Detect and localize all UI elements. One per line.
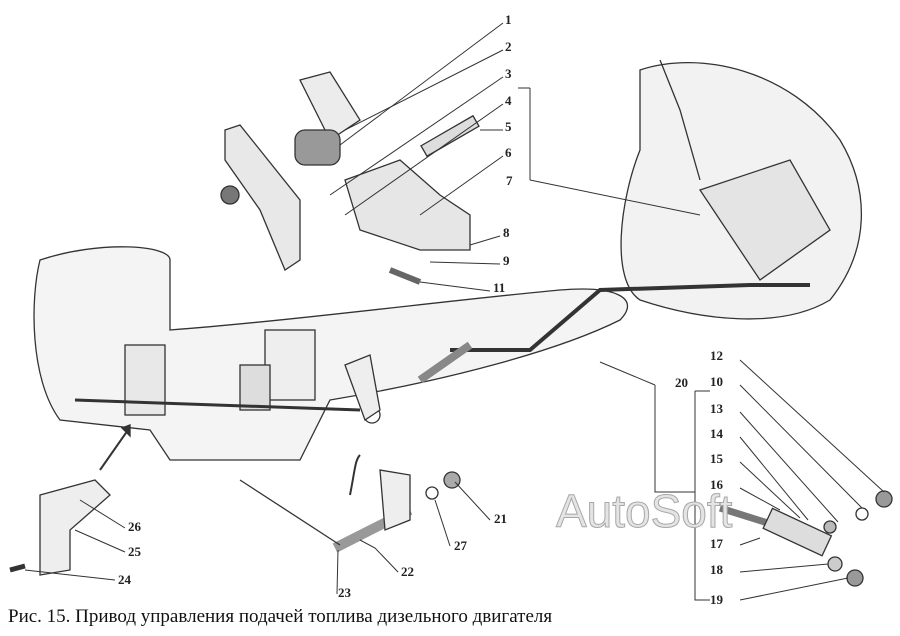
bracket-top — [299, 71, 361, 141]
part-label: 7 — [506, 173, 513, 188]
control-rod — [450, 283, 810, 352]
leader-lines — [24, 22, 885, 601]
part-label: 21 — [494, 511, 507, 526]
fuel-lever — [344, 354, 381, 421]
part-label: 26 — [128, 519, 141, 534]
part-label: 4 — [505, 93, 512, 108]
nut-12 — [875, 490, 893, 508]
bushing — [220, 185, 240, 205]
part-label: 10 — [710, 374, 723, 389]
nut-21 — [443, 471, 461, 489]
watermark: AutoSoft — [555, 485, 733, 538]
washer-10 — [855, 507, 869, 521]
arrow-mid — [349, 454, 361, 496]
bracket-26 — [39, 479, 111, 576]
part-label: 15 — [710, 451, 723, 466]
part-label: 22 — [401, 564, 414, 579]
spring — [294, 129, 341, 166]
part-label: 16 — [710, 477, 723, 492]
part-label: 11 — [493, 280, 506, 295]
part-label: 12 — [710, 348, 723, 363]
stop-cylinder — [239, 364, 271, 411]
part-label: 6 — [505, 145, 512, 160]
washer-27 — [425, 486, 439, 500]
part-label: 2 — [505, 39, 512, 54]
part-label: 13 — [710, 401, 723, 416]
lever-22 — [379, 469, 411, 531]
screw-24 — [9, 563, 26, 573]
sleeve-17 — [762, 507, 833, 557]
part-label: 27 — [454, 538, 467, 553]
pin — [420, 114, 480, 158]
part-label: 17 — [710, 536, 723, 551]
part-label: 8 — [503, 225, 510, 240]
arrow-left — [99, 429, 129, 471]
cap-18 — [827, 556, 843, 572]
part-label: 5 — [505, 119, 512, 134]
bolt-13 — [823, 520, 837, 534]
part-label: 19 — [710, 592, 723, 607]
part-label: 18 — [710, 562, 723, 577]
rod-link — [417, 341, 473, 384]
stop-block — [344, 159, 471, 251]
cap-19 — [846, 569, 864, 587]
part-label: 9 — [503, 253, 510, 268]
part-label: 1 — [505, 12, 512, 27]
figure-caption: Рис. 15. Привод управления подачей топли… — [8, 606, 553, 627]
part-label: 23 — [338, 585, 351, 600]
part-label: 20 — [675, 375, 688, 390]
bracket-plate — [124, 344, 166, 416]
part-label: 24 — [118, 572, 131, 587]
pedal-bracket — [224, 124, 301, 271]
part-label: 14 — [710, 426, 723, 441]
cable-end — [239, 479, 341, 546]
part-label: 25 — [128, 544, 141, 559]
part-label: 3 — [505, 66, 512, 81]
engine-outline-left — [33, 246, 629, 461]
thrust-rod — [74, 398, 361, 412]
pump-housing — [264, 329, 316, 401]
upper-lever — [698, 159, 831, 281]
pedal-cable — [659, 59, 701, 181]
bolt-11 — [388, 267, 422, 285]
arrow-left-head — [120, 424, 131, 438]
